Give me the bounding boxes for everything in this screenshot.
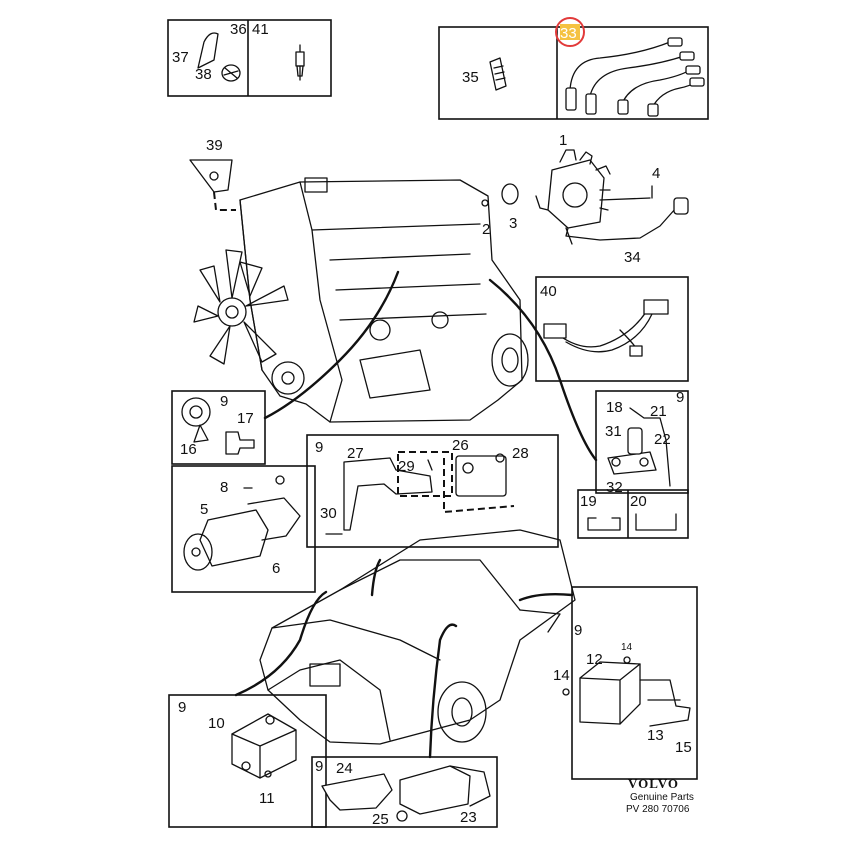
label-3: 3 bbox=[509, 215, 517, 232]
label-18: 18 bbox=[606, 399, 623, 416]
brand-name: VOLVO bbox=[628, 776, 679, 791]
label-25: 25 bbox=[372, 811, 389, 828]
label-24: 24 bbox=[336, 760, 353, 777]
label-9-sensor31: 9 bbox=[676, 389, 684, 406]
label-2: 2 bbox=[482, 221, 490, 238]
label-34: 34 bbox=[624, 249, 641, 266]
label-9-sensor: 9 bbox=[220, 393, 228, 410]
box-sensor-16-17 bbox=[171, 390, 266, 465]
label-14-top: 14 bbox=[621, 642, 633, 653]
pulley bbox=[271, 361, 305, 395]
highlight-ring bbox=[555, 17, 585, 47]
label-32: 32 bbox=[606, 479, 623, 496]
label-38: 38 bbox=[195, 66, 212, 83]
bracket-39 bbox=[189, 159, 236, 211]
label-41: 41 bbox=[252, 21, 269, 38]
box-clip-and-plug bbox=[167, 19, 332, 97]
label-21: 21 bbox=[650, 403, 667, 420]
label-5: 5 bbox=[200, 501, 208, 518]
label-28: 28 bbox=[512, 445, 529, 462]
box-module-10-11 bbox=[168, 694, 327, 828]
box-ignition-leads bbox=[438, 26, 709, 120]
label-40: 40 bbox=[540, 283, 557, 300]
label-14: 14 bbox=[553, 667, 570, 684]
label-9-module23: 9 bbox=[315, 758, 323, 775]
highlight-fill bbox=[560, 24, 580, 40]
label-39: 39 bbox=[206, 137, 223, 154]
box-solenoid-5-6 bbox=[171, 465, 316, 593]
label-13: 13 bbox=[647, 727, 664, 744]
brand-block: VOLVO Genuine Parts PV 280 70706 bbox=[626, 776, 694, 815]
label-8: 8 bbox=[220, 479, 228, 496]
fan bbox=[193, 249, 289, 365]
label-37: 37 bbox=[172, 49, 189, 66]
label-15: 15 bbox=[675, 739, 692, 756]
car-body bbox=[259, 529, 576, 745]
connector-lines bbox=[234, 270, 598, 759]
box-harness-40 bbox=[535, 276, 689, 382]
box-ignition-module bbox=[306, 434, 559, 548]
label-4: 4 bbox=[652, 165, 660, 182]
part-labels: 36 41 37 38 33 35 39 1 4 2 3 34 40 9 17 … bbox=[172, 17, 692, 828]
label-22: 22 bbox=[654, 431, 671, 448]
box-module-23-24 bbox=[311, 756, 498, 828]
distributor bbox=[481, 149, 689, 245]
brand-tagline: Genuine Parts bbox=[630, 792, 694, 803]
label-31: 31 bbox=[605, 423, 622, 440]
box-sensor-31 bbox=[595, 390, 689, 494]
label-12: 12 bbox=[586, 651, 603, 668]
box-clips-19-20 bbox=[577, 489, 689, 539]
label-10: 10 bbox=[208, 715, 225, 732]
label-36: 36 bbox=[230, 21, 247, 38]
label-9-control: 9 bbox=[574, 622, 582, 639]
label-35: 35 bbox=[462, 69, 479, 86]
label-33: 33 bbox=[560, 25, 577, 42]
label-19: 19 bbox=[580, 493, 597, 510]
label-6: 6 bbox=[272, 560, 280, 577]
label-29: 29 bbox=[398, 458, 415, 475]
engine-block bbox=[239, 177, 529, 423]
label-23: 23 bbox=[460, 809, 477, 826]
label-1: 1 bbox=[559, 132, 567, 149]
label-11: 11 bbox=[259, 790, 275, 807]
label-20: 20 bbox=[630, 493, 647, 510]
box-control-unit bbox=[562, 586, 698, 780]
brand-code: PV 280 70706 bbox=[626, 804, 690, 815]
label-17: 17 bbox=[237, 410, 254, 427]
label-16: 16 bbox=[180, 441, 197, 458]
label-27: 27 bbox=[347, 445, 364, 462]
label-9-module: 9 bbox=[315, 439, 323, 456]
label-26: 26 bbox=[452, 437, 469, 454]
label-30: 30 bbox=[320, 505, 337, 522]
label-9-module10: 9 bbox=[178, 699, 186, 716]
